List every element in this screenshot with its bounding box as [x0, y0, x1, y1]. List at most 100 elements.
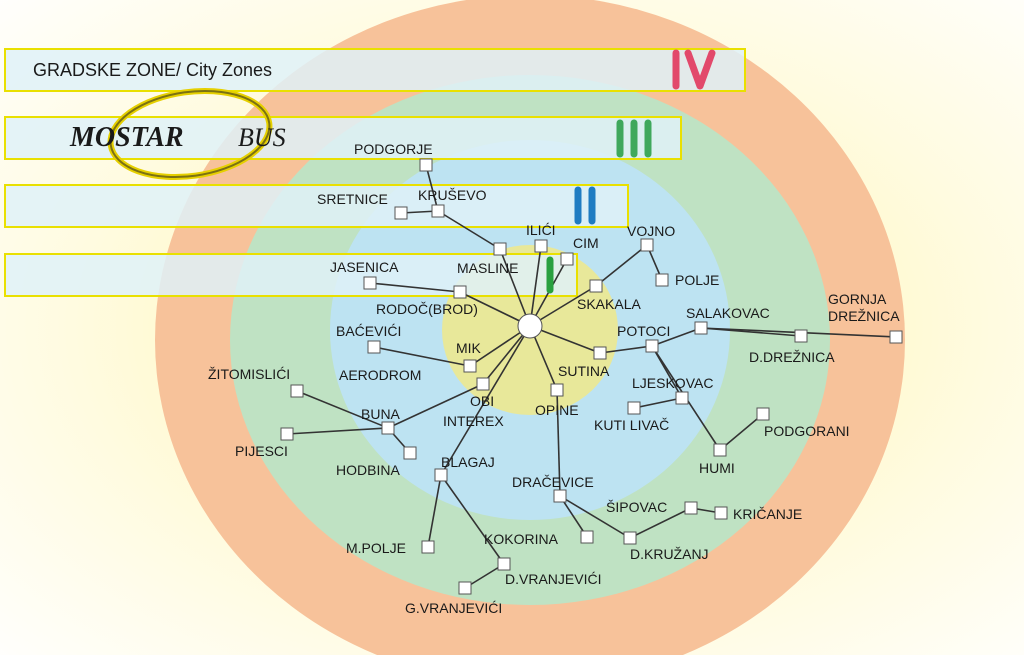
- route-humi-podgorani: [719, 413, 764, 451]
- route-masline-kruskevo: [437, 210, 501, 250]
- stop-marker-aerodrom[interactable]: [463, 359, 477, 373]
- route-hub-ilici: [529, 245, 542, 327]
- zone-bar-II: [4, 184, 629, 228]
- stop-marker-interex[interactable]: [476, 377, 490, 391]
- stop-marker-vojno[interactable]: [640, 238, 654, 252]
- stop-marker-rodoc[interactable]: [453, 285, 467, 299]
- stop-marker-ljeskovac[interactable]: [675, 391, 689, 405]
- stop-marker-potoci[interactable]: [645, 339, 659, 353]
- stop-marker-gornja[interactable]: [889, 330, 903, 344]
- stop-marker-sipovac[interactable]: [684, 501, 698, 515]
- logo-ring-outline: [109, 89, 271, 179]
- stop-marker-zitomislici[interactable]: [290, 384, 304, 398]
- stop-marker-masline[interactable]: [493, 242, 507, 256]
- stop-label-podgorje: PODGORJE: [354, 141, 433, 157]
- route-dracevice-kokorina: [559, 495, 588, 538]
- route-sutina-potoci: [599, 345, 653, 354]
- stop-marker-opine[interactable]: [550, 383, 564, 397]
- stop-label-cim: CIM: [573, 235, 599, 251]
- route-rodoc-jasenica: [369, 282, 461, 293]
- stop-label-blagaj: BLAGAJ: [441, 454, 495, 470]
- stop-label-humi: HUMI: [699, 460, 735, 476]
- stop-marker-podgorani[interactable]: [756, 407, 770, 421]
- stop-marker-bacevici[interactable]: [367, 340, 381, 354]
- stop-marker-dreznica[interactable]: [794, 329, 808, 343]
- stop-marker-sutina[interactable]: [593, 346, 607, 360]
- stop-marker-buna[interactable]: [381, 421, 395, 435]
- logo-text-left: MOSTAR: [69, 122, 184, 153]
- stop-label-dreznica: D.DREŽNICA: [749, 349, 835, 365]
- stop-marker-kricanje[interactable]: [714, 506, 728, 520]
- stop-marker-podgorje[interactable]: [419, 158, 433, 172]
- route-opine-dracevice: [556, 389, 561, 497]
- stop-markers: [280, 158, 903, 595]
- route-skakala-vojno: [595, 244, 648, 287]
- logo-text-right: BUS: [238, 123, 286, 152]
- stop-label-masline: MASLINE: [457, 260, 518, 276]
- stop-label-kuti: KUTI LIVAČ: [594, 417, 669, 433]
- route-blagaj-mpolje: [427, 474, 442, 548]
- route-mik-bacevici: [373, 346, 471, 367]
- route-obi-buna: [387, 383, 484, 429]
- stop-marker-salakovac[interactable]: [694, 321, 708, 335]
- route-hub-sutina: [529, 325, 601, 354]
- stop-label-hodbina: HODBINA: [336, 462, 400, 478]
- stop-marker-pijesci[interactable]: [280, 427, 294, 441]
- stop-marker-gvranjevici[interactable]: [458, 581, 472, 595]
- stop-label-vojno: VOJNO: [627, 223, 675, 239]
- stop-marker-sretnice[interactable]: [394, 206, 408, 220]
- stop-marker-kruskevo[interactable]: [431, 204, 445, 218]
- stop-marker-humi[interactable]: [713, 443, 727, 457]
- stop-marker-dracevice[interactable]: [553, 489, 567, 503]
- stop-marker-mpolje[interactable]: [421, 540, 435, 554]
- page-heading: GRADSKE ZONE/ City Zones: [33, 60, 272, 80]
- route-dracevice-dkruzanj: [559, 495, 631, 539]
- stop-label-opine: OPINE: [535, 402, 579, 418]
- stop-marker-kokorina[interactable]: [580, 530, 594, 544]
- logo: MOSTAR BUS: [69, 87, 286, 181]
- stop-label-potoci: POTOCI: [617, 323, 670, 339]
- stop-marker-skakala[interactable]: [589, 279, 603, 293]
- route-hub-skakala: [529, 285, 597, 327]
- route-dkruzanj-sipovac: [629, 507, 692, 539]
- zone-bar-I: [4, 253, 578, 297]
- stop-marker-cim[interactable]: [560, 252, 574, 266]
- stop-label-dracevice: DRAČEVICE: [512, 474, 594, 490]
- zone-marker-IV: IV: [672, 49, 716, 90]
- stop-label-buna: BUNA: [361, 406, 401, 422]
- zone-bar-IV: [4, 48, 746, 92]
- stop-marker-ilici[interactable]: [534, 239, 548, 253]
- stop-label-jasenica: JASENICA: [330, 259, 399, 275]
- stop-label-mpolje: M.POLJE: [346, 540, 406, 556]
- stop-label-interex: INTEREX: [443, 413, 504, 429]
- stop-label-pijesci: PIJESCI: [235, 443, 288, 459]
- stop-marker-blagaj[interactable]: [434, 468, 448, 482]
- stop-marker-hodbina[interactable]: [403, 446, 417, 460]
- stop-marker-dkruzanj[interactable]: [623, 531, 637, 545]
- stop-label-dvranjevici: D.VRANJEVIĆI: [505, 571, 601, 587]
- route-buna-pijesci: [286, 427, 389, 435]
- route-hub-blagaj: [440, 325, 531, 476]
- route-ljeskovac-kuti: [633, 397, 683, 409]
- route-hub-masline: [499, 248, 531, 327]
- stop-label-aerodrom: AERODROM: [339, 367, 421, 383]
- stop-label-sipovac: ŠIPOVAC: [606, 499, 667, 515]
- stop-label-skakala: SKAKALA: [577, 296, 641, 312]
- stop-label-rodoc: RODOČ(BROD): [376, 301, 478, 317]
- stop-label-bacevici: BAĆEVIĆI: [336, 323, 401, 339]
- stop-marker-jasenica[interactable]: [363, 276, 377, 290]
- zone-marker-II: II: [574, 186, 596, 225]
- stop-label-salakovac: SALAKOVAC: [686, 305, 770, 321]
- zone-bar-III: [4, 116, 682, 160]
- stop-label-gvranjevici: G.VRANJEVIĆI: [405, 600, 502, 616]
- stop-marker-dvranjevici[interactable]: [497, 557, 511, 571]
- stop-marker-polje[interactable]: [655, 273, 669, 287]
- stop-label-kokorina: KOKORINA: [484, 531, 559, 547]
- stop-marker-kuti[interactable]: [627, 401, 641, 415]
- route-hub-rodoc: [459, 291, 531, 327]
- stop-label-kricanje: KRIČANJE: [733, 506, 802, 522]
- zone-markers: IVIIIIII: [546, 49, 716, 294]
- stop-label-zitomislici: ŽITOMISLIĆI: [208, 366, 290, 382]
